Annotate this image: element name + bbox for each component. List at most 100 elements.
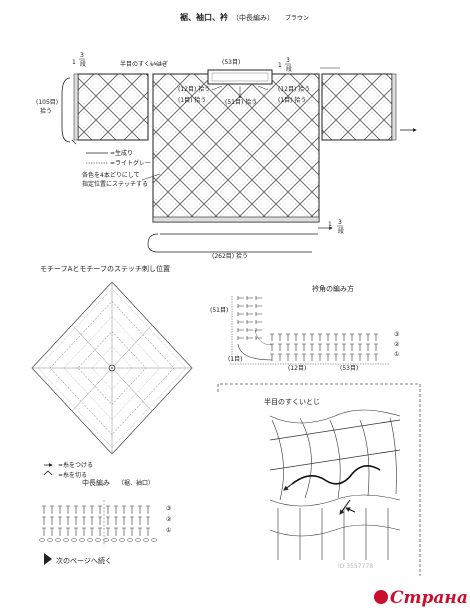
hdc-stitch — [42, 527, 46, 536]
collar-stitch — [374, 343, 378, 351]
collar-stitch — [310, 333, 314, 341]
collar-stitch — [326, 353, 330, 361]
chain-stitch — [55, 538, 61, 542]
chain-stitch — [63, 538, 69, 542]
collar-stitch — [294, 333, 298, 341]
hdc-stitch — [146, 505, 150, 514]
hdc-stitch — [122, 505, 126, 514]
hdc-stitch — [50, 505, 54, 514]
svg-text:1: 1 — [72, 59, 76, 66]
collar-stitch — [237, 312, 244, 316]
collar-stitch — [255, 296, 262, 300]
collar-stitch — [286, 353, 290, 361]
watermark-id: ID 3557778 — [338, 563, 373, 570]
hdc-stitch — [42, 505, 46, 514]
hdc-stitch — [58, 505, 62, 514]
hem-band — [152, 216, 320, 223]
svg-text:(1目) 拾う: (1目) 拾う — [278, 96, 306, 104]
hdc-stitch — [74, 527, 78, 536]
svg-text:(1目) 拾う: (1目) 拾う — [178, 96, 206, 104]
hdc-stitch — [74, 505, 78, 514]
motif-diagram — [31, 281, 193, 455]
collar-stitch — [334, 333, 338, 341]
chain-stitch — [79, 538, 85, 542]
collar-stitch — [246, 312, 253, 316]
hdc-stitch — [90, 527, 94, 536]
continue-arrow-icon — [44, 553, 52, 565]
side-count: (105目) — [36, 99, 58, 106]
collar-stitch — [255, 328, 262, 332]
side-count-unit: 拾う — [40, 107, 52, 115]
collar-stitch — [270, 333, 274, 341]
hdc-stitch — [42, 516, 46, 525]
chain-stitch — [87, 538, 93, 542]
collar-stitch — [350, 343, 354, 351]
svg-text:③: ③ — [166, 505, 171, 512]
collar-stitch — [342, 343, 346, 351]
collar-stitch — [342, 353, 346, 361]
hdc-stitch — [122, 527, 126, 536]
chain-stitch — [151, 538, 157, 542]
collar-stitch — [255, 312, 262, 316]
collar-stitch — [342, 333, 346, 341]
half-stitch-label: 半目のすくいはぎ — [120, 60, 168, 68]
note-line-2: 指定位置にステッチする — [82, 180, 148, 188]
collar-stitch — [334, 353, 338, 361]
left-sleeve — [77, 73, 149, 141]
collar-stitch — [294, 343, 298, 351]
note-line-1: 各色を4本どりにして — [82, 171, 140, 179]
legend-grey: =ライトグレー — [110, 159, 151, 167]
collar-stitch — [278, 333, 282, 341]
needle-arrow-icon — [283, 483, 293, 491]
hdc-stitch — [130, 516, 134, 525]
neck-opening — [207, 69, 273, 85]
collar-title: 衿角の編み方 — [312, 284, 354, 293]
collar-stitch — [246, 336, 253, 340]
collar-stitch — [246, 296, 253, 300]
hdc-stitch — [66, 516, 70, 525]
hdc-stitch — [82, 527, 86, 536]
continue-note: 次のページへ続く — [56, 556, 112, 565]
hdc-stitch — [138, 505, 142, 514]
watermark: Страна Мам — [390, 588, 470, 608]
hdc-stitch — [90, 505, 94, 514]
hdc-stitch — [106, 505, 110, 514]
collar-stitch — [286, 333, 290, 341]
hdc-stitch — [114, 516, 118, 525]
svg-text:(12目) 拾う: (12目) 拾う — [278, 85, 310, 93]
collar-stitch — [366, 353, 370, 361]
svg-text:1: 1 — [328, 221, 332, 228]
seam-section: 半目のすくいとじ — [217, 383, 421, 576]
legend-cut: =糸を切る — [58, 471, 87, 479]
svg-text:①: ① — [166, 527, 171, 534]
collar-stitch — [246, 304, 253, 308]
hdc-stitch — [58, 516, 62, 525]
collar-stitch — [302, 333, 306, 341]
seam-yarn — [291, 465, 381, 485]
watermark-logo-icon — [374, 590, 388, 604]
title-suffix: （中長編み） — [232, 13, 274, 22]
collar-stitch — [302, 353, 306, 361]
hdc-stitch — [90, 516, 94, 525]
chain-stitch — [143, 538, 149, 542]
collar-stitch — [350, 333, 354, 341]
collar-stitch — [350, 353, 354, 361]
collar-stitch — [237, 328, 244, 332]
hdc-stitch — [66, 527, 70, 536]
hdc-subtitle: （裾、袖口） — [118, 479, 154, 487]
hdc-chart — [39, 500, 157, 546]
collar-chart — [230, 296, 390, 365]
legend-cream: =生成り — [110, 149, 133, 157]
collar-stitch — [278, 343, 282, 351]
collar-stitch — [255, 320, 262, 324]
hdc-stitch — [50, 527, 54, 536]
hdc-stitch — [98, 516, 102, 525]
collar-stitch — [366, 333, 370, 341]
neck-count: (53目) — [222, 59, 240, 66]
hdc-stitch — [82, 516, 86, 525]
svg-text:3: 3 — [286, 57, 290, 64]
motif-title: モチーフAとモチーフのステッチ刺し位置 — [40, 264, 170, 273]
collar-stitch — [294, 353, 298, 361]
collar-stitch — [237, 336, 244, 340]
svg-text:1: 1 — [278, 62, 282, 69]
